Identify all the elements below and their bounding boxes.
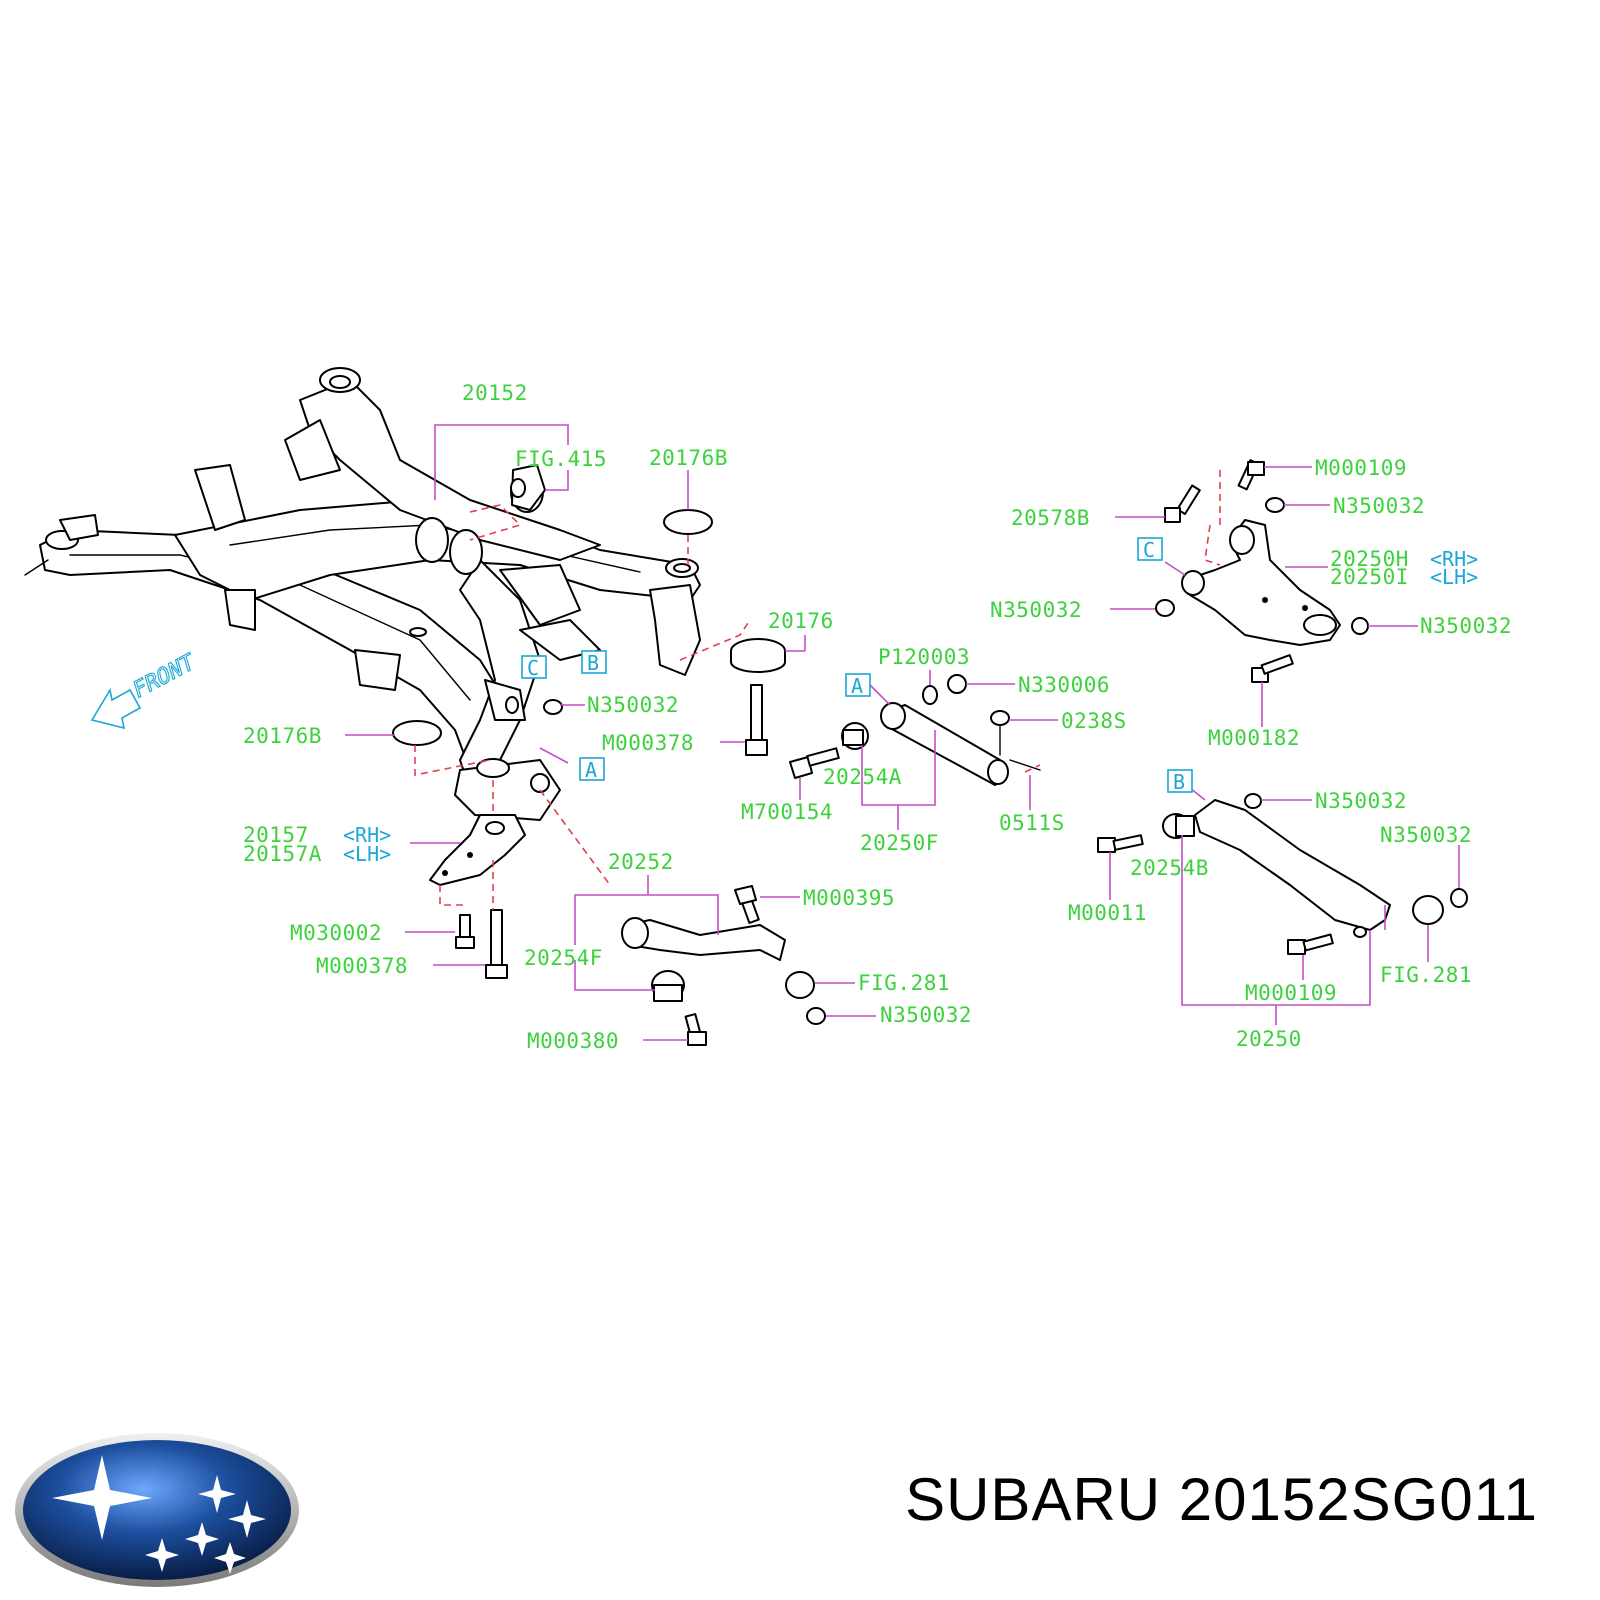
ref-b-arm: B xyxy=(1173,770,1185,794)
label-n350032-left: N350032 xyxy=(990,598,1082,622)
label-m000109-bottom: M000109 xyxy=(1245,981,1337,1005)
label-20250f: 20250F xyxy=(860,831,939,855)
reference-boxes: C B A A C B xyxy=(521,537,1193,794)
label-20176b-left: 20176B xyxy=(243,724,322,748)
front-label: FRONT xyxy=(129,649,201,703)
label-m00011: M00011 xyxy=(1068,901,1147,925)
front-direction-arrow: FRONT xyxy=(90,649,201,730)
label-20254f: 20254F xyxy=(524,946,603,970)
ref-box-a-frame xyxy=(579,757,605,781)
label-20250h: 20250H xyxy=(1330,547,1409,571)
upper-arm-20250h-part xyxy=(1155,459,1369,683)
label-20254b: 20254B xyxy=(1130,856,1209,880)
label-20152: 20152 xyxy=(462,381,528,405)
ref-c-frame: C xyxy=(527,656,539,680)
label-n350032-b: N350032 xyxy=(1315,789,1407,813)
link-20250f-part xyxy=(789,674,1041,786)
label-m000109-top: M000109 xyxy=(1315,456,1407,480)
label-fig415: FIG.415 xyxy=(515,447,607,471)
label-n350032-right: N350032 xyxy=(1420,614,1512,638)
label-p120003: P120003 xyxy=(878,645,970,669)
label-20176b-top: 20176B xyxy=(649,446,728,470)
label-20250: 20250 xyxy=(1236,1027,1302,1051)
subaru-logo xyxy=(15,1433,299,1587)
label-20157a-lh: 20157A xyxy=(243,842,322,866)
label-m030002: M030002 xyxy=(290,921,382,945)
ref-a-frame: A xyxy=(585,758,597,782)
label-0238s: 0238S xyxy=(1061,709,1127,733)
ref-a-link: A xyxy=(851,674,863,698)
label-n350032-top: N350032 xyxy=(1333,494,1425,518)
label-20157-rh: 20157 xyxy=(243,823,309,847)
fig415-bushing-part xyxy=(510,464,546,513)
ref-box-a-link xyxy=(845,673,871,697)
mount-cushions xyxy=(392,509,786,756)
ref-box-b-arm xyxy=(1167,769,1193,793)
label-m000378-top: M000378 xyxy=(602,731,694,755)
label-lh-tag-2: <LH> xyxy=(1430,565,1478,589)
ref-box-b-frame xyxy=(581,650,607,674)
label-m700154: M700154 xyxy=(741,800,833,824)
label-20252: 20252 xyxy=(608,850,674,874)
label-m000380: M000380 xyxy=(527,1029,619,1053)
label-m000182: M000182 xyxy=(1208,726,1300,750)
ref-box-c-frame xyxy=(521,655,547,679)
label-n350032-lower: N350032 xyxy=(880,1003,972,1027)
label-rh-tag-2: <RH> xyxy=(1430,547,1478,571)
bracket-20157-part xyxy=(429,814,526,979)
label-n330006: N330006 xyxy=(1018,673,1110,697)
ref-c-arm: C xyxy=(1143,538,1155,562)
label-lh-tag-1: <LH> xyxy=(343,842,391,866)
label-20250i: 20250I xyxy=(1330,565,1409,589)
ref-box-c-arm xyxy=(1137,537,1163,561)
label-fig281-center: FIG.281 xyxy=(858,971,950,995)
rear-subframe-drawing xyxy=(24,367,701,821)
dashed-guides xyxy=(414,470,1221,910)
logo-stars xyxy=(52,1455,266,1574)
label-fig281-right: FIG.281 xyxy=(1380,963,1472,987)
part-number-caption: SUBARU 20152SG011 xyxy=(905,1466,1538,1533)
label-0511s: 0511S xyxy=(999,811,1065,835)
part-labels: 20152 FIG.415 20176B 20176 20176B N35003… xyxy=(243,381,1512,1053)
label-rh-tag-1: <RH> xyxy=(343,823,391,847)
label-20254a: 20254A xyxy=(823,765,902,789)
label-n350032-far: N350032 xyxy=(1380,823,1472,847)
label-n350032-center: N350032 xyxy=(587,693,679,717)
lateral-link-20252-part xyxy=(621,885,826,1046)
label-m000378-bottom: M000378 xyxy=(316,954,408,978)
label-m000395: M000395 xyxy=(803,886,895,910)
ref-b-frame: B xyxy=(587,651,599,675)
leader-lines xyxy=(345,424,1460,1041)
label-20578b: 20578B xyxy=(1011,506,1090,530)
label-20176: 20176 xyxy=(768,609,834,633)
